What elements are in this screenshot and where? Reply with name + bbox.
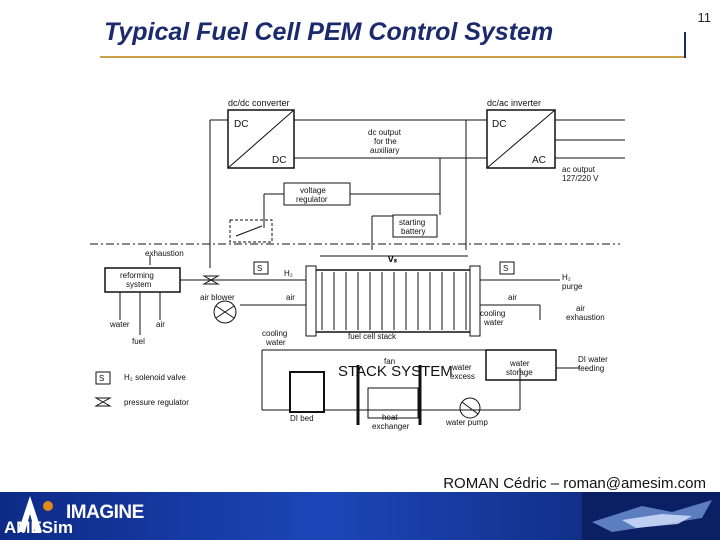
voltage-regulator-label: voltage: [300, 186, 326, 195]
switch-box: [229, 219, 273, 243]
water-pump-symbol: [461, 401, 479, 415]
solenoid-s-label: S: [503, 264, 508, 273]
di-water-label: DI water: [578, 355, 608, 364]
ac-out-label: AC: [532, 155, 546, 166]
dcac-diagonal: [486, 109, 556, 169]
cooling-water-label: water: [265, 338, 286, 347]
air-small-label: air: [156, 320, 165, 329]
imagine-logo-text: IMAGINE: [66, 502, 144, 523]
water-pump-label: water pump: [445, 418, 488, 427]
h2-purge-label: H₂: [562, 273, 571, 282]
dcdc-converter-box: [227, 109, 295, 169]
ac-output-label: 127/220 V: [562, 174, 599, 183]
fuel-cell-stack-box: [309, 269, 476, 333]
air-label: air: [286, 293, 295, 302]
stack-system-label: STACK SYSTEM: [338, 363, 453, 380]
ac-output-label: ac output: [562, 165, 596, 174]
pressure-regulator-symbol: [202, 275, 220, 285]
dcdc-converter-label: dc/dc converter: [228, 98, 290, 108]
cooling-water-label: water: [483, 318, 504, 327]
dc-in2-label: DC: [492, 119, 506, 130]
stack-plates: [321, 272, 467, 330]
dcdc-diagonal: [227, 109, 295, 169]
stack-end-plate-right: [469, 265, 481, 337]
simulation-image-icon: [582, 492, 720, 540]
air-exhaustion-label: exhaustion: [566, 313, 605, 322]
cooling-water-label: cooling: [480, 309, 505, 318]
vs-label: vₛ: [388, 254, 398, 265]
di-bed-label: DI bed: [290, 414, 314, 423]
starting-battery-box: [392, 214, 438, 238]
pressure-regulator-symbol: [94, 397, 112, 407]
water-excess-label: water: [451, 363, 472, 372]
heat-exchanger-box: [367, 387, 419, 419]
air-blower-label: air blower: [200, 293, 235, 302]
dc-output-label: auxiliary: [370, 146, 399, 155]
water-storage-box: [485, 349, 557, 381]
stack-end-plate-left: [305, 265, 317, 337]
author-credit: ROMAN Cédric – roman@amesim.com: [443, 475, 706, 492]
starting-battery-label: starting: [399, 218, 425, 227]
amesim-logo-icon: [18, 496, 53, 532]
solenoid-s-label: S: [99, 374, 104, 383]
reforming-system-label: reforming: [120, 271, 154, 280]
solenoid-s-label: S: [257, 264, 262, 273]
starting-battery-label: battery: [401, 227, 425, 236]
water-storage-label: storage: [506, 368, 533, 377]
heat-exchanger-label: exchanger: [372, 422, 410, 431]
air-blower-symbol: [213, 300, 237, 324]
switch-contact: [235, 225, 263, 237]
dc-in-label: DC: [234, 119, 248, 130]
dc-output-label: for the: [374, 137, 397, 146]
water-excess-label: excess: [450, 372, 475, 381]
fuel-cell-diagram: dc/dc converter dc/ac inverter DC DC DC …: [90, 98, 625, 431]
water-pump-symbol: [459, 397, 481, 419]
dcac-inverter-box: [486, 109, 556, 169]
title-underline: [100, 56, 686, 58]
fuel-cell-stack-label: fuel cell stack: [348, 332, 397, 341]
title-corner-bar: [684, 32, 686, 58]
fan-label: fan: [384, 357, 395, 366]
di-bed-box: [289, 371, 325, 413]
amesim-logo-text: AMESim: [4, 518, 73, 537]
cooling-water-label: cooling: [262, 329, 287, 338]
legend-regulator-label: pressure regulator: [124, 398, 189, 407]
di-water-label: feeding: [578, 364, 604, 373]
solenoid-valve-symbol: [499, 261, 515, 275]
dc-output-label: dc output: [368, 128, 402, 137]
h2-label: H₂: [284, 269, 293, 278]
reforming-system-label: system: [126, 280, 152, 289]
heat-exchanger-label: heat: [382, 413, 398, 422]
fuel-label: fuel: [132, 337, 145, 346]
slide-title: Typical Fuel Cell PEM Control System: [104, 18, 554, 46]
dcac-inverter-label: dc/ac inverter: [487, 98, 541, 108]
water-storage-label: water: [509, 359, 530, 368]
air-exhaustion-label: air: [576, 304, 585, 313]
h2-purge-label: purge: [562, 282, 583, 291]
air-blower-symbol: [215, 305, 235, 319]
air-label: air: [508, 293, 517, 302]
voltage-regulator-label: regulator: [296, 195, 328, 204]
legend-solenoid-label: H₂ solenoid valve: [124, 373, 186, 382]
page-number: 11: [697, 10, 712, 25]
water-label: water: [109, 320, 130, 329]
solenoid-valve-symbol: [253, 261, 269, 275]
exhaustion-label: exhaustion: [145, 249, 184, 258]
solenoid-valve-symbol: [95, 371, 111, 385]
dc-out-label: DC: [272, 155, 286, 166]
